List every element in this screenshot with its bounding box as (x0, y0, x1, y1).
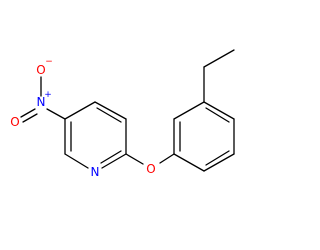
bond-n1-c6 (64, 153, 89, 169)
bond-ch2-ch3 (203, 49, 235, 68)
bond-c2-n1-double-outer (101, 153, 127, 169)
bond-n-o-double-b (22, 113, 38, 123)
atom-n-nitro: N (37, 95, 46, 109)
bond-c6-c1prime (173, 153, 205, 172)
charge-minus: − (45, 57, 53, 67)
bond-c2-c3prime (173, 101, 205, 120)
bond-c5-c6prime-inner (205, 150, 230, 166)
bond-c2-o (125, 153, 144, 165)
bond-n-c5 (46, 108, 66, 120)
bond-n-o-double-a (20, 108, 36, 118)
bond-c5-c4 (64, 101, 96, 120)
atom-o-nitro-minus: O (36, 63, 45, 77)
bond-c2-n1-double-inner (100, 150, 122, 164)
atom-o-nitro: O (10, 115, 19, 129)
bond-c5-c6prime (203, 153, 235, 172)
bond-c3-c4prime (203, 101, 235, 120)
charge-plus: + (44, 90, 52, 100)
atom-n-pyridine: N (91, 165, 100, 179)
chemical-structure: O − N + O N O (10, 49, 235, 179)
bond-c4-c3-double-outer (94, 101, 127, 120)
atom-o-ether: O (146, 162, 155, 176)
bond-c4-c3-double-inner (96, 107, 122, 123)
bond-c3-c4prime-inner (205, 107, 230, 123)
bond-o-c1prime (159, 153, 175, 164)
